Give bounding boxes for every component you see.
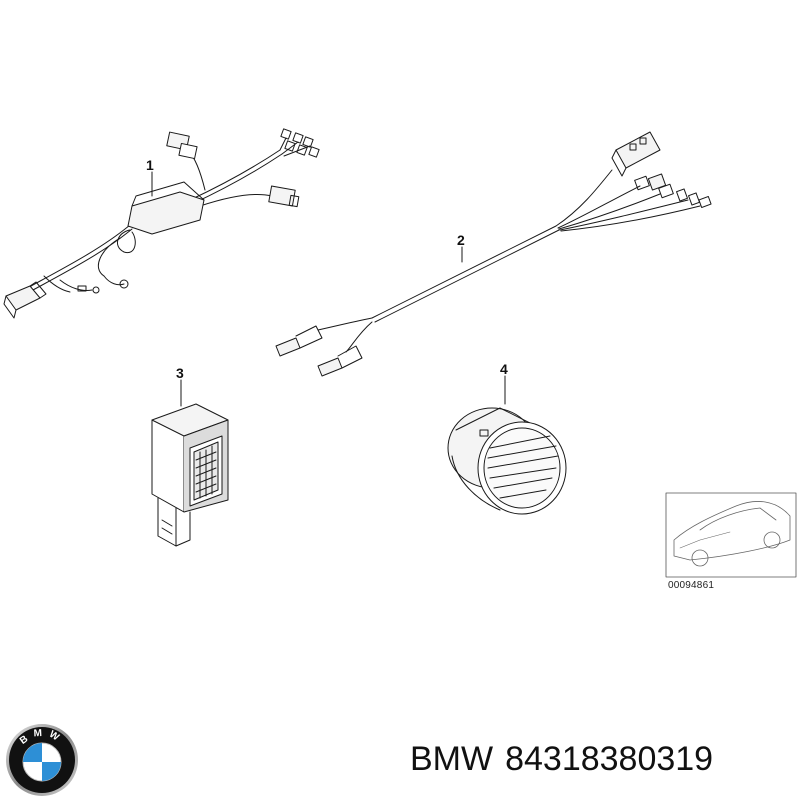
part-1-wiring-harness xyxy=(3,128,320,319)
callout-2: 2 xyxy=(457,232,465,248)
part-4-round-sensor xyxy=(447,375,567,515)
reference-car-inset xyxy=(665,492,797,578)
drawing-code: 00094861 xyxy=(668,580,715,591)
callout-3: 3 xyxy=(176,365,184,381)
bmw-logo-icon: BMW xyxy=(6,724,78,796)
caption-brand: BMW xyxy=(410,740,494,778)
callout-4: 4 xyxy=(500,361,508,377)
caption: BMW 84318380319 xyxy=(410,742,713,776)
part-2-cable xyxy=(275,131,712,377)
callout-1: 1 xyxy=(146,157,154,173)
caption-part-number: 84318380319 xyxy=(505,740,714,778)
part-3-sensor xyxy=(151,379,229,547)
